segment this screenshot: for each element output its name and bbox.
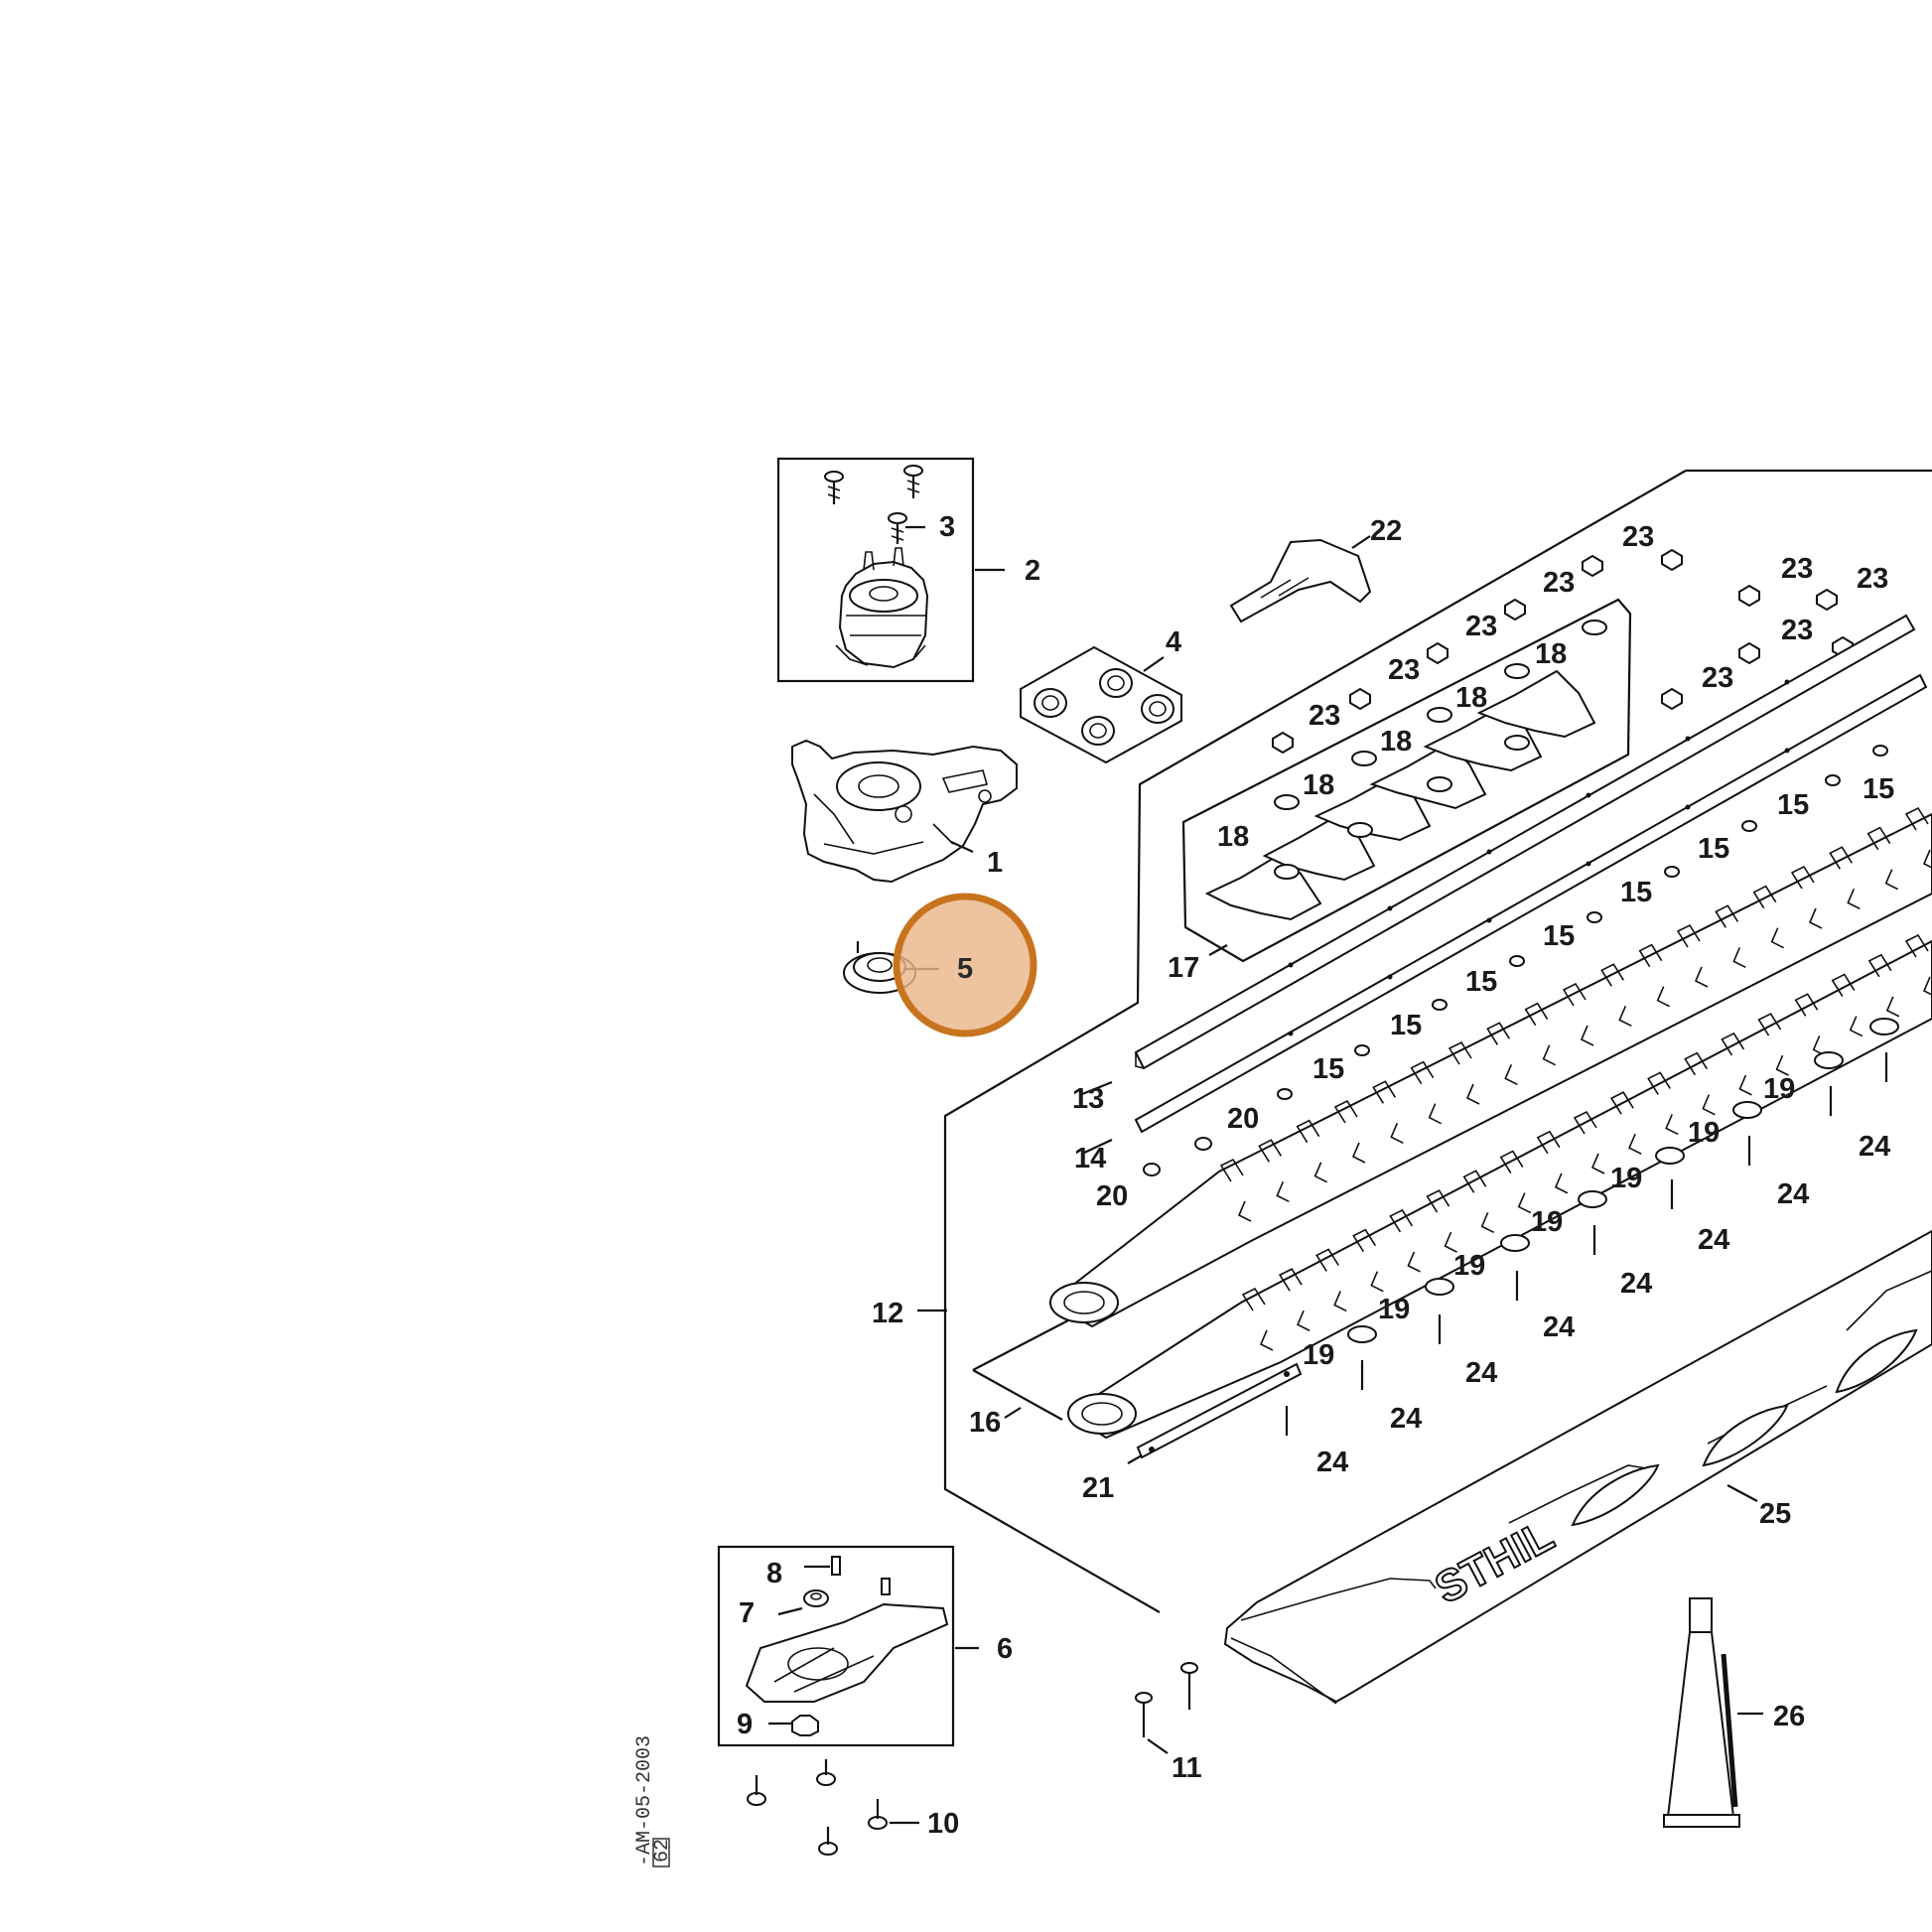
callout-19f: 19 bbox=[1688, 1117, 1720, 1149]
bar-13 bbox=[1134, 614, 1916, 1070]
plate-21 bbox=[1127, 1362, 1303, 1464]
nuts-23 bbox=[1272, 548, 1854, 755]
screw-3c bbox=[888, 512, 907, 544]
cutter-blade-lower bbox=[1066, 933, 1932, 1440]
callout-22: 22 bbox=[1370, 515, 1402, 547]
callout-12: 12 bbox=[872, 1298, 903, 1329]
callout-25: 25 bbox=[1759, 1498, 1791, 1530]
callout-15h: 15 bbox=[1863, 773, 1894, 805]
callout-24c: 24 bbox=[1465, 1357, 1497, 1389]
svg-text:-AM-05-2003: -AM-05-2003 bbox=[633, 1735, 656, 1866]
callout-8: 8 bbox=[766, 1558, 782, 1589]
callout-11: 11 bbox=[1172, 1752, 1202, 1784]
callout-15a: 15 bbox=[1312, 1053, 1344, 1085]
screw-3b bbox=[903, 465, 923, 498]
callout-13: 13 bbox=[1072, 1083, 1104, 1115]
callout-15d: 15 bbox=[1543, 920, 1575, 952]
assembly-outline-12 bbox=[943, 469, 1932, 1613]
callout-24h: 24 bbox=[1859, 1131, 1890, 1163]
callout-20b: 20 bbox=[1227, 1103, 1259, 1135]
callout-6: 6 bbox=[997, 1633, 1013, 1665]
callout-18a: 18 bbox=[1217, 821, 1249, 853]
cutter-blade-upper bbox=[1048, 806, 1932, 1328]
callout-15f: 15 bbox=[1698, 833, 1729, 865]
callout-23a: 23 bbox=[1309, 700, 1340, 732]
gearbox-housing-1 bbox=[791, 739, 1018, 884]
callout-14: 14 bbox=[1074, 1143, 1106, 1174]
blade-cover-25: STHIL bbox=[1223, 1229, 1932, 1705]
washers-19 bbox=[1347, 1018, 1899, 1343]
hand-guard-22 bbox=[1229, 535, 1372, 623]
callout-23b: 23 bbox=[1388, 654, 1420, 686]
gear-housing bbox=[835, 547, 929, 669]
assembly-box-17 bbox=[1181, 598, 1632, 963]
leader-lines bbox=[1004, 1080, 1113, 1419]
screws-10 bbox=[747, 1759, 919, 1856]
bar-14 bbox=[1134, 673, 1928, 1134]
callout-24f: 24 bbox=[1698, 1224, 1729, 1256]
callout-18c: 18 bbox=[1380, 726, 1412, 758]
callout-23i: 23 bbox=[1857, 563, 1888, 595]
callout-24b: 24 bbox=[1390, 1403, 1422, 1435]
callout-18e: 18 bbox=[1535, 638, 1567, 670]
callout-15g: 15 bbox=[1777, 789, 1809, 821]
callout-23e: 23 bbox=[1622, 521, 1654, 553]
callout-4: 4 bbox=[1166, 626, 1181, 658]
screws-11 bbox=[1135, 1662, 1198, 1754]
callout-10: 10 bbox=[927, 1808, 959, 1840]
assembly-box-2 bbox=[776, 457, 1005, 683]
callout-24d: 24 bbox=[1543, 1311, 1575, 1343]
callout-1: 1 bbox=[987, 847, 1003, 879]
svg-text:62: 62 bbox=[651, 1839, 674, 1863]
callout-15c: 15 bbox=[1465, 966, 1497, 998]
callout-19a: 19 bbox=[1303, 1339, 1334, 1371]
callout-24a: 24 bbox=[1316, 1447, 1348, 1478]
callout-16: 16 bbox=[969, 1407, 1001, 1439]
callout-15b: 15 bbox=[1390, 1010, 1422, 1041]
highlight-circle-part-5[interactable] bbox=[893, 893, 1037, 1037]
screws-24 bbox=[1285, 1052, 1888, 1436]
callout-24e: 24 bbox=[1620, 1268, 1652, 1300]
callout-19e: 19 bbox=[1610, 1163, 1642, 1194]
callout-20a: 20 bbox=[1096, 1180, 1128, 1212]
callout-5: 5 bbox=[957, 953, 973, 985]
drawing-code: -AM-05-2003 62 bbox=[633, 1735, 674, 1867]
callout-24g: 24 bbox=[1777, 1178, 1809, 1210]
callout-3: 3 bbox=[939, 511, 955, 543]
callout-15e: 15 bbox=[1620, 877, 1652, 908]
callout-21: 21 bbox=[1082, 1472, 1114, 1504]
grease-tube-26 bbox=[1663, 1597, 1763, 1828]
callout-23g: 23 bbox=[1781, 615, 1813, 646]
callout-26: 26 bbox=[1773, 1701, 1805, 1732]
callout-23f: 23 bbox=[1702, 662, 1733, 694]
screw-3a bbox=[824, 471, 844, 504]
callout-lines-6 bbox=[768, 1565, 830, 1725]
buffer-plate-4 bbox=[1020, 645, 1182, 764]
assembly-outline-16 bbox=[972, 1319, 1069, 1421]
callout-19d: 19 bbox=[1531, 1206, 1563, 1238]
callout-23h: 23 bbox=[1781, 553, 1813, 585]
callout-23c: 23 bbox=[1465, 611, 1497, 642]
callout-19g: 19 bbox=[1763, 1073, 1795, 1105]
callout-23d: 23 bbox=[1543, 567, 1575, 599]
callout-9: 9 bbox=[737, 1709, 753, 1740]
callout-19b: 19 bbox=[1378, 1294, 1410, 1325]
washers-18 bbox=[1274, 620, 1607, 880]
callout-numbers: 1 2 3 4 5 6 7 8 9 10 11 12 13 14 15 15 1… bbox=[737, 511, 1894, 1840]
callout-7: 7 bbox=[739, 1597, 755, 1629]
nuts-15-20 bbox=[1143, 745, 1888, 1176]
assembly-box-6 bbox=[717, 1545, 979, 1747]
callout-18d: 18 bbox=[1455, 682, 1487, 714]
callout-19c: 19 bbox=[1453, 1250, 1485, 1282]
callout-18b: 18 bbox=[1303, 769, 1334, 801]
callout-2: 2 bbox=[1025, 555, 1040, 587]
callout-17: 17 bbox=[1168, 952, 1199, 984]
